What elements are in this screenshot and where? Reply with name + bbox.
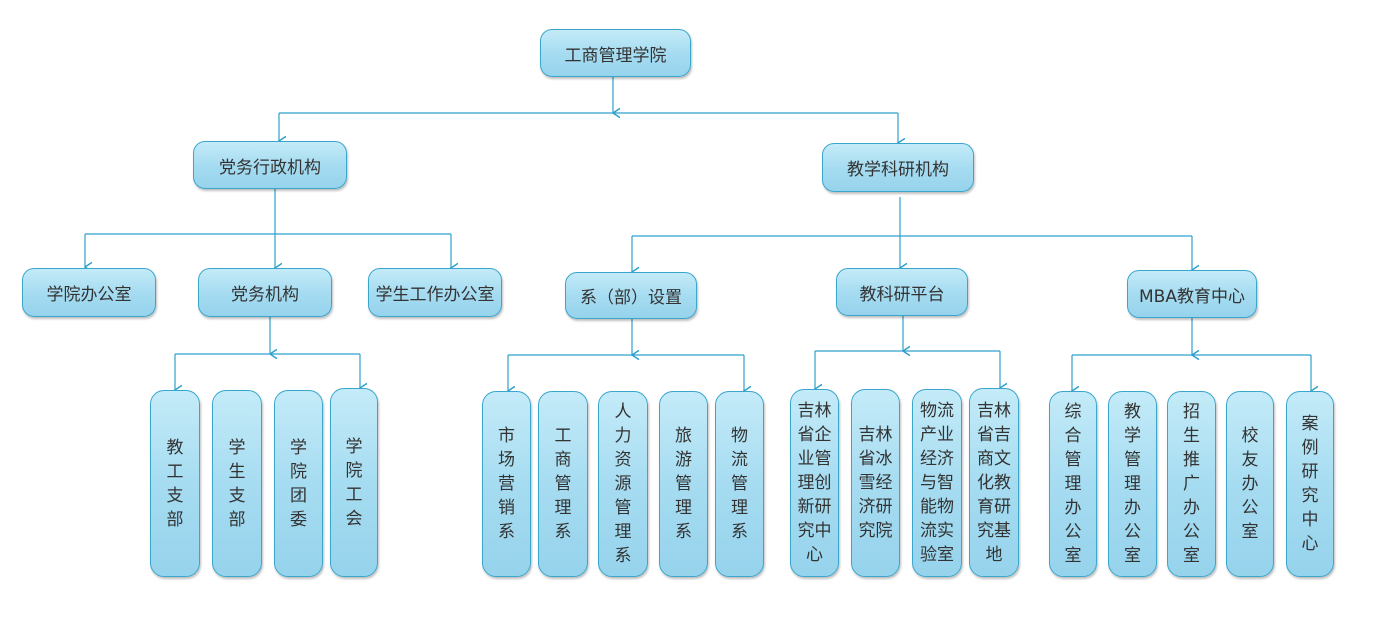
node-department: 旅游管理系 bbox=[659, 391, 708, 577]
node-party-unit: 学院团委 bbox=[274, 390, 323, 577]
node-label: 工商管理学院 bbox=[564, 45, 667, 66]
node-party-unit: 学院工会 bbox=[330, 388, 378, 577]
node-mba-unit: 综合管理办公室 bbox=[1049, 391, 1097, 577]
node-admin-unit: 学生工作办公室 bbox=[368, 268, 502, 317]
node-label: 市场营销系 bbox=[498, 426, 515, 542]
node-mba-unit: 校友办公室 bbox=[1226, 391, 1274, 577]
node-mba-unit: 案例研究中心 bbox=[1286, 391, 1334, 577]
node-mba-unit: 教学管理办公室 bbox=[1108, 391, 1157, 577]
node-label: 教学科研机构 bbox=[847, 160, 949, 180]
node-label: 工商管理系 bbox=[554, 426, 572, 542]
node-label: 学院工会 bbox=[345, 436, 363, 529]
node-label: 教工支部 bbox=[166, 437, 184, 530]
node-label: 吉林省吉商文化教育研究基地 bbox=[977, 400, 1011, 565]
node-label: 学院办公室 bbox=[46, 285, 132, 305]
node-label: MBA教育中心 bbox=[1139, 286, 1245, 307]
node-label: 党务机构 bbox=[231, 285, 299, 305]
node-mba-unit: 招生推广办公室 bbox=[1167, 391, 1216, 577]
node-root: 工商管理学院 bbox=[540, 29, 691, 77]
node-admin-unit: 学院办公室 bbox=[22, 268, 156, 317]
node-platform: 物流产业经济与智能物流实验室 bbox=[912, 389, 962, 577]
node-platform: 吉林省冰雪经济研究院 bbox=[851, 389, 900, 577]
node-department: 人力资源管理系 bbox=[598, 391, 648, 577]
node-label: 人力资源管理系 bbox=[614, 402, 632, 566]
node-label: 物流产业经济与智能物流实验室 bbox=[920, 401, 954, 565]
node-department: 物流管理系 bbox=[715, 391, 764, 577]
node-label: 教科研平台 bbox=[859, 284, 945, 305]
node-academic-unit: 系（部）设置 bbox=[565, 272, 697, 319]
node-academic-unit: 教科研平台 bbox=[836, 268, 968, 316]
node-party-unit: 学生支部 bbox=[212, 390, 262, 577]
node-label: 案例研究中心 bbox=[1301, 414, 1319, 554]
node-label: 学生支部 bbox=[228, 437, 246, 530]
node-admin: 党务行政机构 bbox=[193, 141, 347, 189]
node-label: 招生推广办公室 bbox=[1183, 402, 1200, 566]
node-label: 综合管理办公室 bbox=[1064, 402, 1082, 566]
node-label: 校友办公室 bbox=[1241, 426, 1259, 542]
node-label: 旅游管理系 bbox=[675, 426, 692, 542]
node-label: 吉林省冰雪经济研究院 bbox=[858, 425, 893, 541]
node-label: 物流管理系 bbox=[731, 426, 748, 542]
node-label: 吉林省企业管理创新研究中心 bbox=[797, 401, 832, 565]
node-academic-unit: MBA教育中心 bbox=[1127, 270, 1257, 318]
node-label: 教学管理办公室 bbox=[1124, 402, 1141, 566]
node-label: 系（部）设置 bbox=[580, 288, 682, 308]
node-platform: 吉林省吉商文化教育研究基地 bbox=[969, 388, 1019, 577]
node-department: 工商管理系 bbox=[538, 391, 588, 577]
node-department: 市场营销系 bbox=[482, 391, 531, 577]
node-admin-unit: 党务机构 bbox=[198, 268, 332, 317]
node-academic: 教学科研机构 bbox=[822, 143, 974, 192]
node-label: 学院团委 bbox=[290, 437, 307, 530]
node-party-unit: 教工支部 bbox=[150, 390, 200, 577]
node-label: 党务行政机构 bbox=[219, 157, 321, 178]
node-platform: 吉林省企业管理创新研究中心 bbox=[790, 389, 839, 577]
node-label: 学生工作办公室 bbox=[375, 285, 495, 305]
